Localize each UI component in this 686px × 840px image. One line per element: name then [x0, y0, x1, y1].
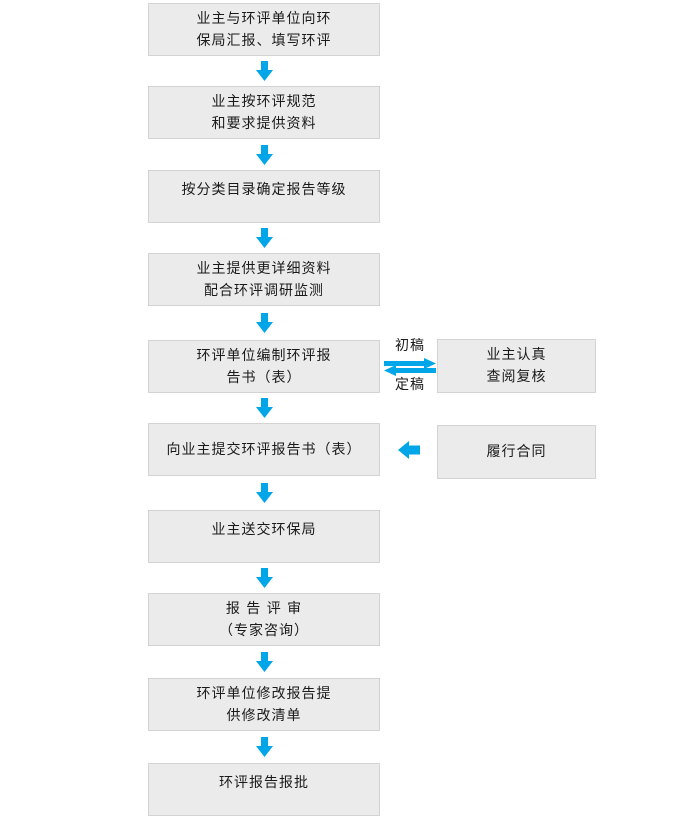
side-box-perform-contract: 履行合同: [437, 425, 596, 479]
step-line: 履行合同: [486, 444, 547, 460]
step-line: 供修改清单: [226, 707, 302, 724]
step-line: 业主按环评规范: [211, 93, 317, 110]
step-line: 业主提供更详细资料: [196, 260, 332, 277]
step-line: 环评单位修改报告提: [196, 685, 332, 702]
step-revise-report: 环评单位修改报告提 供修改清单: [148, 678, 380, 731]
down-arrow-icon: [256, 61, 273, 81]
step-detailed-materials: 业主提供更详细资料 配合环评调研监测: [148, 253, 380, 306]
step-report-approval: 环评报告报批: [148, 763, 380, 816]
step-line: 和要求提供资料: [211, 115, 317, 132]
label-final-draft: 定稿: [395, 377, 425, 393]
step-line: 保局汇报、填写环评: [196, 32, 332, 49]
down-arrow-icon: [256, 398, 273, 418]
step-determine-grade: 按分类目录确定报告等级: [148, 170, 380, 223]
side-box-owner-review: 业主认真 查阅复核: [437, 339, 596, 393]
step-line: 配合环评调研监测: [204, 282, 324, 299]
step-owner-send-epb: 业主送交环保局: [148, 510, 380, 563]
step-line: 环评报告报批: [219, 774, 309, 791]
step-line: 向业主提交环评报告书（表）: [166, 441, 362, 458]
down-arrow-icon: [256, 313, 273, 333]
down-arrow-icon: [256, 483, 273, 503]
step-compile-report: 环评单位编制环评报 告书（表）: [148, 340, 380, 393]
step-line: 查阅复核: [486, 369, 547, 385]
step-line: 告书（表）: [226, 369, 302, 386]
down-arrow-icon: [256, 737, 273, 757]
down-arrow-icon: [256, 568, 273, 588]
exchange-arrows-icon: [384, 357, 436, 377]
step-report-to-epb: 业主与环评单位向环 保局汇报、填写环评: [148, 3, 380, 56]
step-provide-materials: 业主按环评规范 和要求提供资料: [148, 86, 380, 139]
step-line: 业主认真: [486, 347, 547, 363]
label-first-draft: 初稿: [395, 338, 425, 354]
step-report-review: 报 告 评 审 （专家咨询）: [148, 593, 380, 646]
step-line: 按分类目录确定报告等级: [181, 181, 347, 198]
left-arrow-icon: [398, 441, 420, 459]
down-arrow-icon: [256, 145, 273, 165]
step-line: 业主与环评单位向环: [196, 10, 332, 27]
step-line: 报 告 评 审: [225, 600, 303, 617]
step-line: 环评单位编制环评报: [196, 347, 332, 364]
step-submit-to-owner: 向业主提交环评报告书（表）: [148, 423, 380, 476]
down-arrow-icon: [256, 228, 273, 248]
step-line: （专家咨询）: [219, 622, 309, 639]
down-arrow-icon: [256, 652, 273, 672]
step-line: 业主送交环保局: [211, 521, 317, 538]
